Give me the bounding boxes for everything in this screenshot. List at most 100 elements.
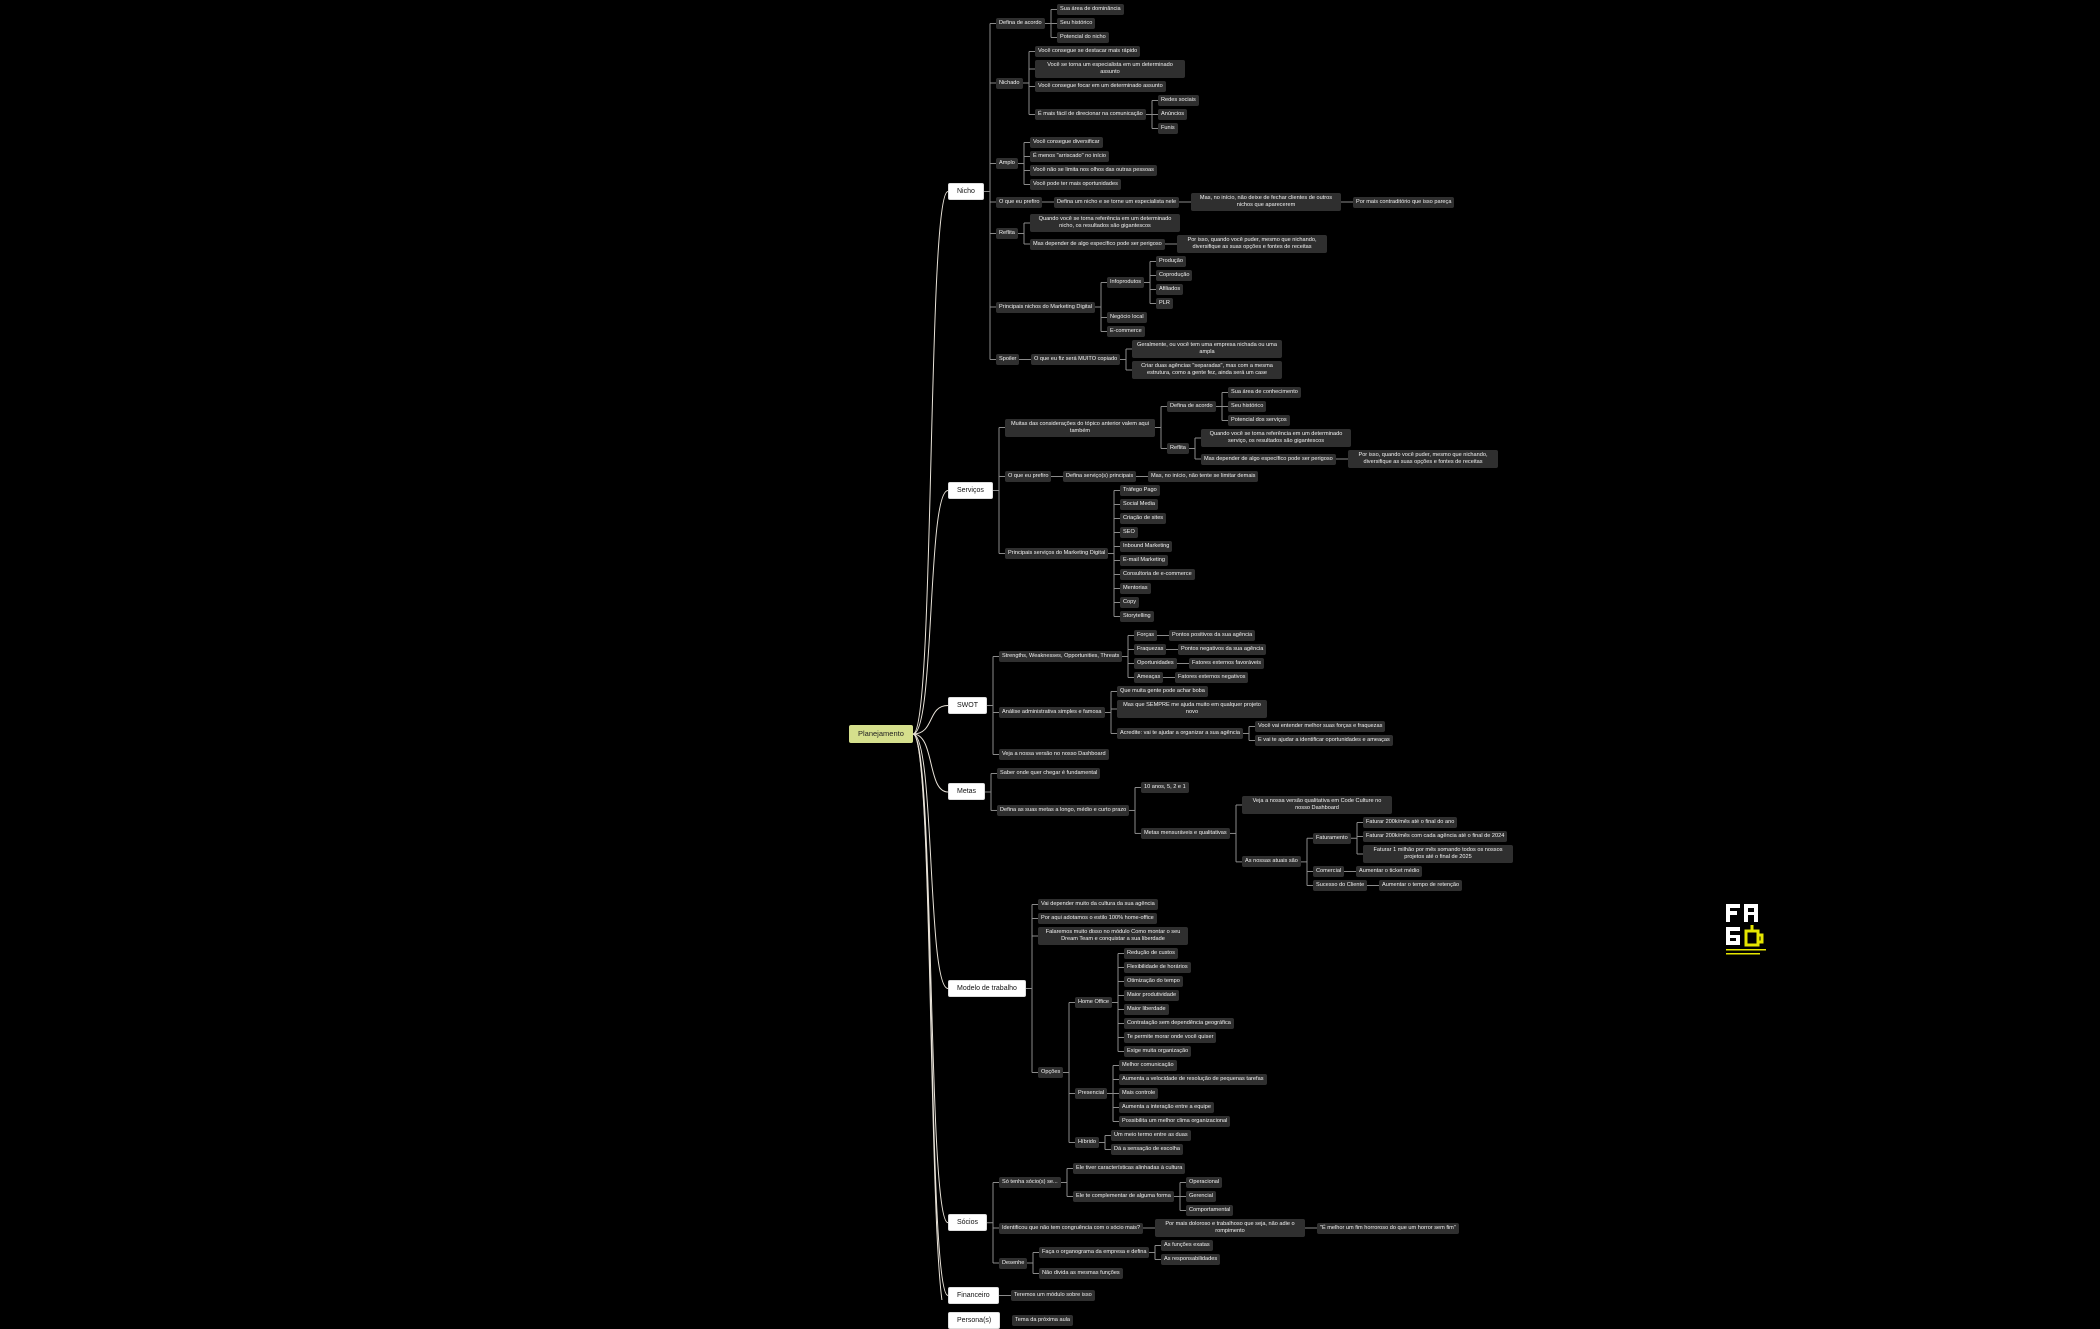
- mindmap-node[interactable]: Tema da próxima aula: [1012, 1315, 1074, 1326]
- mindmap-node[interactable]: Mas, no início, não tente se limitar dem…: [1148, 471, 1259, 482]
- mindmap-node[interactable]: Presencial: [1075, 1088, 1108, 1099]
- mindmap-node[interactable]: E-commerce: [1107, 326, 1145, 337]
- mindmap-node[interactable]: Faturamento: [1313, 832, 1351, 844]
- mindmap-node[interactable]: Você consegue diversificar: [1030, 137, 1103, 148]
- mindmap-node[interactable]: Fatores externos negativos: [1175, 672, 1249, 683]
- mindmap-node[interactable]: Potencial do nicho: [1057, 32, 1109, 43]
- topic-nicho[interactable]: Nicho: [948, 183, 984, 200]
- mindmap-node[interactable]: Anúncios: [1158, 109, 1188, 120]
- mindmap-node[interactable]: 10 anos, 5, 2 e 1: [1141, 782, 1189, 793]
- mindmap-node[interactable]: Comportamental: [1186, 1205, 1234, 1216]
- mindmap-node[interactable]: Coprodução: [1156, 270, 1193, 281]
- mindmap-node[interactable]: Fraquezas: [1134, 644, 1167, 655]
- mindmap-node[interactable]: Melhor comunicação: [1119, 1060, 1177, 1071]
- mindmap-node[interactable]: Criação de sites: [1120, 513, 1167, 524]
- mindmap-node[interactable]: Reflita: [1167, 443, 1189, 454]
- mindmap-node[interactable]: Aumenta a velocidade de resolução de peq…: [1119, 1074, 1267, 1085]
- topic-metas[interactable]: Metas: [948, 783, 986, 801]
- mindmap-node[interactable]: Por isso, quando você puder, mesmo que n…: [1348, 450, 1498, 468]
- mindmap-node[interactable]: Mas, no início, não deixe de fechar clie…: [1191, 193, 1341, 211]
- mindmap-node[interactable]: Teremos um módulo sobre isso: [1011, 1290, 1095, 1301]
- mindmap-node[interactable]: Copy: [1120, 597, 1140, 608]
- mindmap-node[interactable]: Defina serviço(s) principais: [1063, 471, 1137, 482]
- mindmap-node[interactable]: Inbound Marketing: [1120, 541, 1173, 552]
- mindmap-node[interactable]: Sua área de conhecimento: [1228, 387, 1301, 398]
- mindmap-node[interactable]: As responsabilidades: [1161, 1254, 1221, 1265]
- mindmap-node[interactable]: Aumentar o ticket médio: [1356, 866, 1423, 877]
- topic-modelo-de-trabalho[interactable]: Modelo de trabalho: [948, 980, 1026, 997]
- mindmap-node[interactable]: Desenhe: [999, 1257, 1028, 1269]
- mindmap-node[interactable]: Identificou que não tem congruência com …: [999, 1222, 1144, 1234]
- mindmap-node[interactable]: Faturar 1 milhão por mês somando todos o…: [1363, 845, 1513, 863]
- mindmap-node[interactable]: Fatores externos favoráveis: [1189, 658, 1265, 669]
- mindmap-node[interactable]: Um meio termo entre as duas: [1111, 1130, 1191, 1141]
- mindmap-node[interactable]: Nichado: [996, 77, 1023, 89]
- mindmap-node[interactable]: Muitas das considerações do tópico anter…: [1005, 418, 1155, 437]
- mindmap-node[interactable]: Mas depender de algo específico pode ser…: [1030, 238, 1165, 250]
- mindmap-node[interactable]: Ameaças: [1134, 672, 1164, 683]
- mindmap-node[interactable]: Ele te complementar de alguma forma: [1073, 1191, 1174, 1202]
- mindmap-node[interactable]: Amplo: [996, 158, 1018, 169]
- mindmap-node[interactable]: Defina de acordo: [1167, 401, 1216, 412]
- mindmap-node[interactable]: Quando você se torna referência em um de…: [1030, 214, 1180, 232]
- mindmap-node[interactable]: Seu histórico: [1228, 401, 1267, 412]
- mindmap-node[interactable]: Que muita gente pode achar boba: [1117, 686, 1208, 697]
- topic-financeiro[interactable]: Financeiro: [948, 1287, 999, 1304]
- mindmap-node[interactable]: Por isso, quando você puder, mesmo que n…: [1177, 235, 1327, 253]
- mindmap-node[interactable]: Principais serviços do Marketing Digital: [1005, 548, 1109, 559]
- topic-socios[interactable]: Sócios: [948, 1214, 988, 1232]
- mindmap-node[interactable]: Por aqui adotamos o estilo 100% home-off…: [1038, 913, 1157, 924]
- mindmap-node[interactable]: Pontos negativos da sua agência: [1178, 644, 1267, 655]
- mindmap-node[interactable]: Mas depender de algo específico pode ser…: [1201, 453, 1336, 465]
- mindmap-node[interactable]: Ele tiver características alinhadas à cu…: [1073, 1163, 1186, 1174]
- mindmap-node[interactable]: Produção: [1156, 256, 1186, 267]
- mindmap-node[interactable]: Defina um nicho e se torne um especialis…: [1054, 196, 1180, 208]
- mindmap-node[interactable]: Consultoria de e-commerce: [1120, 569, 1195, 580]
- mindmap-node[interactable]: O que eu prefiro: [996, 196, 1043, 208]
- mindmap-node[interactable]: Contratação sem dependência geográfica: [1124, 1018, 1234, 1029]
- mindmap-node[interactable]: PLR: [1156, 298, 1173, 309]
- mindmap-node[interactable]: Você vai entender melhor suas forças e f…: [1255, 721, 1386, 732]
- mindmap-node[interactable]: Por mais doloroso e trabalhoso que seja,…: [1155, 1219, 1305, 1237]
- mindmap-node[interactable]: E-mail Marketing: [1120, 555, 1168, 566]
- mindmap-node[interactable]: Dá a sensação de escolha: [1111, 1144, 1183, 1155]
- mindmap-node[interactable]: Sucesso do Cliente: [1313, 880, 1368, 891]
- mindmap-node[interactable]: O que eu prefiro: [1005, 471, 1052, 482]
- mindmap-node[interactable]: Principais nichos do Marketing Digital: [996, 301, 1095, 313]
- mindmap-node[interactable]: Aumenta a interação entre a equipe: [1119, 1102, 1214, 1113]
- root-node-planejamento[interactable]: Planejamento: [849, 725, 913, 743]
- mindmap-node[interactable]: Falaremos muito disso no módulo Como mon…: [1038, 927, 1188, 945]
- mindmap-node[interactable]: Maior liberdade: [1124, 1004, 1169, 1015]
- mindmap-node[interactable]: Você se torna um especialista em um dete…: [1035, 60, 1185, 78]
- mindmap-node[interactable]: Faça o organograma da empresa e defina: [1039, 1247, 1150, 1258]
- mindmap-node[interactable]: Não divida as mesmas funções: [1039, 1268, 1123, 1279]
- mindmap-node[interactable]: Por mais contraditório que isso pareça: [1353, 196, 1455, 208]
- mindmap-node[interactable]: Social Media: [1120, 499, 1159, 510]
- mindmap-node[interactable]: Redução de custos: [1124, 948, 1178, 959]
- mindmap-node[interactable]: Análise administrativa simples e famosa: [999, 707, 1105, 718]
- mindmap-node[interactable]: Infoprodutos: [1107, 277, 1145, 288]
- mindmap-node[interactable]: Oportunidades: [1134, 658, 1177, 669]
- mindmap-node[interactable]: Otimização do tempo: [1124, 976, 1183, 987]
- mindmap-node[interactable]: Strengths, Weaknesses, Opportunities, Th…: [999, 651, 1123, 662]
- mindmap-node[interactable]: Operacional: [1186, 1177, 1223, 1188]
- mindmap-node[interactable]: Negócio local: [1107, 312, 1147, 323]
- mindmap-node[interactable]: Potencial dos serviços: [1228, 415, 1290, 426]
- mindmap-node[interactable]: Defina de acordo: [996, 18, 1045, 29]
- mindmap-node[interactable]: Funis: [1158, 123, 1178, 134]
- mindmap-node[interactable]: Metas mensuráveis e qualitativas: [1141, 827, 1230, 839]
- mindmap-node[interactable]: Flexibilidade de horários: [1124, 962, 1191, 973]
- mindmap-node[interactable]: Gerencial: [1186, 1191, 1216, 1202]
- mindmap-node[interactable]: Afiliados: [1156, 284, 1184, 295]
- mindmap-node[interactable]: As funções exatas: [1161, 1240, 1213, 1251]
- topic-swot[interactable]: SWOT: [948, 697, 987, 714]
- mindmap-node[interactable]: Pontos positivos da sua agência: [1169, 630, 1256, 641]
- mindmap-node[interactable]: Opções: [1038, 1067, 1064, 1078]
- mindmap-node[interactable]: SEO: [1120, 527, 1138, 538]
- topic-servicos[interactable]: Serviços: [948, 482, 993, 499]
- mindmap-node[interactable]: Saber onde quer chegar é fundamental: [997, 768, 1101, 779]
- mindmap-node[interactable]: Tráfego Pago: [1120, 485, 1160, 496]
- mindmap-node[interactable]: Faturar 200k/mês até o final do ano: [1363, 817, 1458, 828]
- mindmap-node[interactable]: Reflita: [996, 228, 1018, 239]
- mindmap-node[interactable]: Híbrido: [1075, 1137, 1100, 1148]
